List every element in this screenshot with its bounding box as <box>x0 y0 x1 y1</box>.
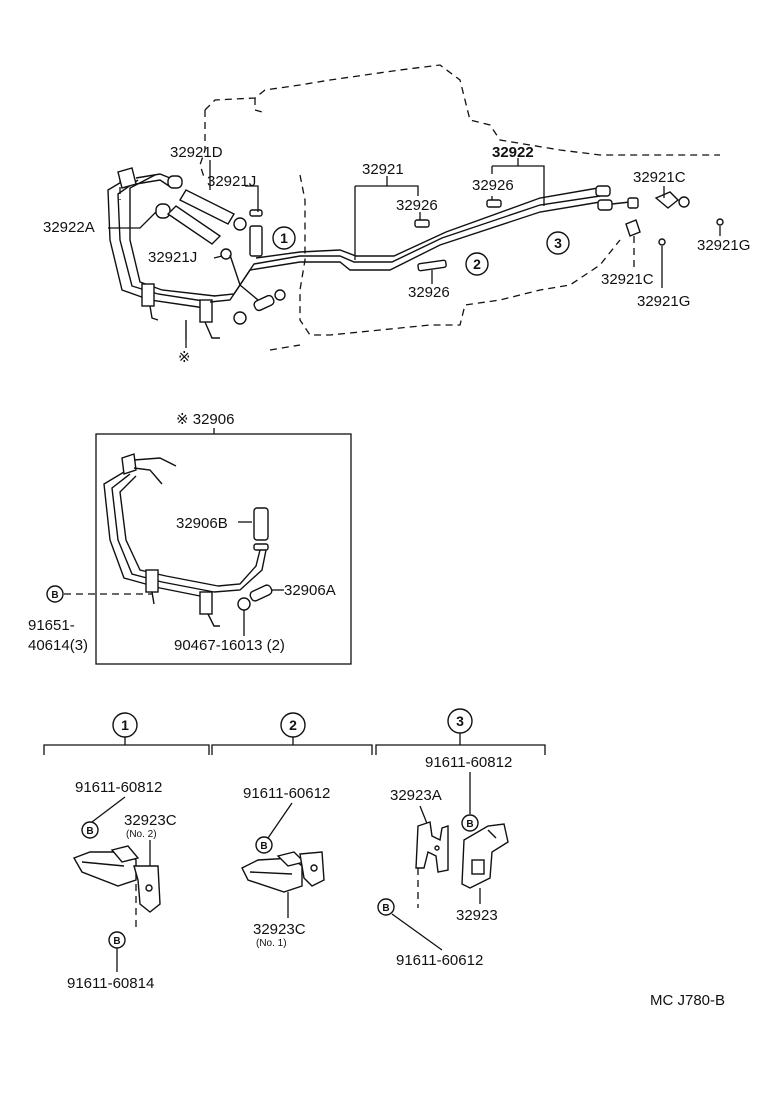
detail3-bolt-marker-top: B <box>461 814 479 832</box>
label-32921G-bottom: 32921G <box>637 293 690 310</box>
pipe-clamp-left <box>141 283 155 307</box>
detail-brackets-header <box>43 733 546 755</box>
grommet-32926-b <box>414 219 430 228</box>
svg-text:2: 2 <box>473 256 481 272</box>
label-32906: ※ 32906 <box>176 411 234 428</box>
label-32922A: 32922A <box>43 219 95 236</box>
label-90467: 90467-16013 (2) <box>174 637 285 654</box>
svg-text:3: 3 <box>554 235 562 251</box>
pipe-clamp-right <box>199 299 213 323</box>
callout-2: 2 <box>465 252 489 276</box>
detail3-part-label: 32923 <box>456 907 498 924</box>
hose-upper <box>166 205 222 245</box>
pipe-32906B <box>253 507 269 541</box>
pipe-32921J <box>249 225 263 257</box>
svg-text:B: B <box>466 819 473 830</box>
fitting-32921C-bottom <box>625 219 641 237</box>
svg-text:B: B <box>113 936 120 947</box>
label-32926-c: 32926 <box>408 284 450 301</box>
detail-callout-3: 3 <box>447 708 473 734</box>
fitting-32921C-top <box>654 191 680 209</box>
clip <box>155 203 171 219</box>
clamp-32923C-no1 <box>241 851 325 893</box>
grommet-32926-c <box>417 259 447 272</box>
detail1-note: (No. 2) <box>126 829 157 840</box>
inset-box-32906 <box>95 433 352 665</box>
svg-text:B: B <box>260 841 267 852</box>
svg-text:B: B <box>382 903 389 914</box>
label-32921J-top: 32921J <box>207 173 256 190</box>
detail3-bolt-top-label: 91611-60812 <box>425 754 512 771</box>
leader-lines <box>108 158 721 348</box>
label-32906A: 32906A <box>284 582 336 599</box>
label-32921G-right: 32921G <box>697 237 750 254</box>
detail-callout-2: 2 <box>280 712 306 738</box>
detail1-bolt-top-label: 91611-60812 <box>75 779 162 796</box>
detail2-bolt-label: 91611-60612 <box>243 785 330 802</box>
clamp-32923C-no2 <box>72 845 161 913</box>
svg-text:2: 2 <box>289 717 297 733</box>
svg-text:B: B <box>86 826 93 837</box>
grommet-32926-a <box>486 199 502 208</box>
clip-32921G-right <box>716 218 724 226</box>
bracket-32923-nut <box>471 859 485 875</box>
label-32922: 32922 <box>492 144 534 161</box>
clip-32921G-bottom <box>658 238 666 246</box>
svg-text:1: 1 <box>280 230 288 246</box>
hose-clip <box>167 175 183 189</box>
reference-code: MC J780-B <box>650 992 725 1009</box>
label-91651-line2: 40614(3) <box>28 637 88 654</box>
detail2-leader-bolt <box>267 802 293 839</box>
detail1-bolt-bottom-label: 91611-60814 <box>67 975 154 992</box>
detail1-bolt-marker-bottom: B <box>108 931 126 949</box>
clip-90467 <box>237 597 251 611</box>
label-32921D: 32921D <box>170 144 223 161</box>
engine-outline <box>119 64 720 351</box>
detail2-bolt-marker: B <box>255 836 273 854</box>
label-32906B: 32906B <box>176 515 228 532</box>
label-32921C-top: 32921C <box>633 169 686 186</box>
hose-32921D <box>179 189 235 225</box>
detail3-bolt-marker-bottom: B <box>377 898 395 916</box>
label-32926-b: 32926 <box>472 177 514 194</box>
detail2-note: (No. 1) <box>256 938 287 949</box>
bracket-32923 <box>461 823 509 889</box>
detail1-bolt-marker-top: B <box>81 821 99 839</box>
asterisk-mark: ※ <box>178 349 191 366</box>
detail-callout-1: 1 <box>112 712 138 738</box>
callout-1: 1 <box>272 226 296 250</box>
svg-text:3: 3 <box>456 713 464 729</box>
inset-clamp-left <box>145 569 159 593</box>
detail2-part-label: 32923C <box>253 921 306 938</box>
bolt-marker-91651: B <box>46 585 64 603</box>
detail3-bolt-bottom-label: 91611-60612 <box>396 952 483 969</box>
label-91651-line1: 91651- <box>28 617 75 634</box>
oil-cooler-pipe-assembly <box>107 167 724 340</box>
detail1-leader-top <box>91 796 126 823</box>
label-32921: 32921 <box>362 161 404 178</box>
inset-clamp-right <box>199 591 213 615</box>
detail3-leader-bolt-bottom <box>391 913 443 951</box>
bracket-32923A <box>415 821 449 873</box>
inset-pipe-assembly <box>103 453 273 627</box>
label-32921J-mid: 32921J <box>148 249 197 266</box>
label-32921C-bottom: 32921C <box>601 271 654 288</box>
detail3-partA-label: 32923A <box>390 787 442 804</box>
callout-3: 3 <box>546 231 570 255</box>
hose-32906A <box>249 584 273 602</box>
svg-text:B: B <box>51 590 58 601</box>
svg-text:1: 1 <box>121 717 129 733</box>
label-32926-a: 32926 <box>396 197 438 214</box>
detail1-part-label: 32923C <box>124 812 177 829</box>
